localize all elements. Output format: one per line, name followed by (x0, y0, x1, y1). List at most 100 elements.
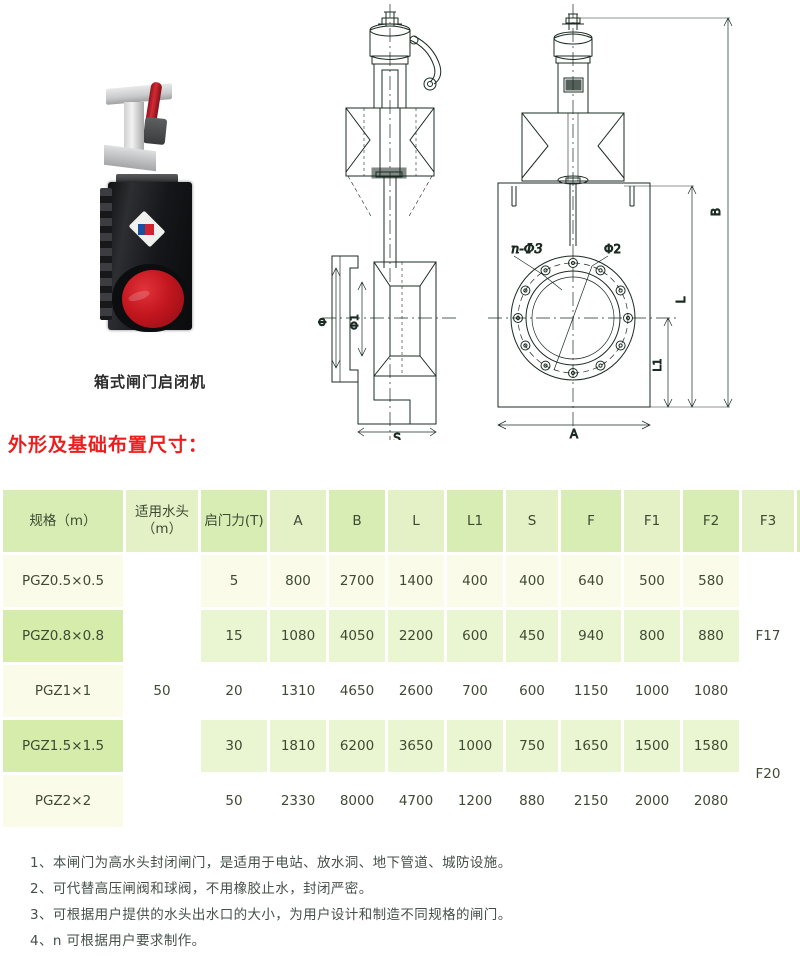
photo-caption: 箱式闸门启闭机 (93, 373, 206, 391)
cell-b: 6200 (329, 720, 385, 772)
valve-disc (122, 270, 184, 328)
cell-a: 2330 (280, 793, 316, 809)
cell-f1: 1500 (624, 720, 680, 772)
note-item-4: 4、n 可根据用户要求制作。 (30, 933, 206, 949)
label-phi: Φ (318, 317, 329, 326)
table-body: PGZ0.5×0.5 50 5 800 2700 1400 400 400 64… (3, 555, 800, 827)
col-header-f: F (561, 490, 621, 552)
label-a: A (570, 427, 579, 440)
label-l: L (674, 296, 688, 303)
cell-l: 4700 (398, 793, 434, 809)
cell-l1: 600 (447, 610, 503, 662)
cell-f2: 2080 (693, 793, 729, 809)
illustration-band: 箱式闸门启闭机 (0, 0, 800, 440)
cell-b: 8000 (339, 793, 375, 809)
col-header-head-line2: （m） (141, 521, 183, 537)
cell-a: 1080 (270, 610, 326, 662)
note-item-3: 3、可根据用户提供的水头出水口的大小，为用户设计和制造不同规格的闸门。 (30, 907, 512, 923)
cell-spec: PGZ1×1 (3, 665, 123, 717)
cell-l: 2200 (388, 610, 444, 662)
note-item-2: 2、可代替高压闸阀和球阀，不用橡胶止水，封闭严密。 (30, 881, 373, 897)
cell-l1: 1200 (457, 793, 493, 809)
cell-f3-group2: F20 (755, 765, 781, 782)
cell-f: 1150 (573, 683, 609, 699)
label-phi1: Φ1 (348, 314, 361, 330)
col-header-l: L (388, 490, 444, 552)
note-item-1: 1、本闸门为高水头封闭闸门，是适用于电站、放水洞、地下管道、城防设施。 (30, 855, 512, 871)
label-b: B (709, 208, 723, 216)
col-header-head-line1: 适用水头 (135, 504, 189, 521)
col-header-n: n (797, 490, 800, 552)
col-header-force: 启门力(T) (201, 490, 267, 552)
cell-force: 20 (225, 683, 243, 699)
cell-s: 600 (519, 683, 545, 699)
cell-spec: PGZ2×2 (3, 775, 123, 827)
col-header-b: B (329, 490, 385, 552)
side-view-drawing: Φ Φ1 S (318, 4, 458, 440)
cell-f2: 580 (683, 555, 739, 607)
cell-f1: 2000 (634, 793, 670, 809)
col-header-s: S (506, 490, 558, 552)
cell-s: 750 (506, 720, 558, 772)
col-header-f1: F1 (624, 490, 680, 552)
mounting-bracket (104, 144, 156, 172)
cell-force: 15 (201, 610, 267, 662)
cell-l1: 1000 (447, 720, 503, 772)
cell-spec: PGZ0.5×0.5 (3, 555, 123, 607)
table-header: 规格（m） 适用水头 （m） 启门力(T) A B L L1 S F F1 F2… (3, 490, 800, 552)
cell-f: 640 (561, 555, 621, 607)
cell-f1: 500 (624, 555, 680, 607)
handle-joint (142, 116, 168, 146)
brand-logo-mark-icon (138, 224, 154, 235)
cell-force: 5 (201, 555, 267, 607)
cell-force: 50 (225, 793, 243, 809)
notes-list: 1、本闸门为高水头封闭闸门，是适用于电站、放水洞、地下管道、城防设施。 2、可代… (30, 850, 770, 954)
cell-spec: PGZ0.8×0.8 (3, 610, 123, 662)
cell-f: 1650 (561, 720, 621, 772)
cell-s: 450 (506, 610, 558, 662)
col-header-f3: F3 (742, 490, 794, 552)
cell-f2: 1580 (683, 720, 739, 772)
cell-f2: 1080 (693, 683, 729, 699)
col-header-f2: F2 (683, 490, 739, 552)
cell-force: 30 (201, 720, 267, 772)
table-row: PGZ0.8×0.8 15 1080 4050 2200 600 450 940… (3, 610, 800, 662)
cell-f1: 800 (624, 610, 680, 662)
cell-f2: 880 (683, 610, 739, 662)
cell-s: 880 (519, 793, 545, 809)
cell-l: 1400 (388, 555, 444, 607)
cell-a: 1810 (270, 720, 326, 772)
cell-f: 940 (561, 610, 621, 662)
cell-spec: PGZ1.5×1.5 (3, 720, 123, 772)
cell-b: 2700 (329, 555, 385, 607)
cell-l1: 700 (462, 683, 488, 699)
cell-b: 4050 (329, 610, 385, 662)
col-header-l1: L1 (447, 490, 503, 552)
label-phi2: Φ2 (604, 242, 621, 256)
col-header-a: A (270, 490, 326, 552)
label-l1: L1 (651, 358, 664, 371)
front-view-drawing: n-Φ3 Φ2 B L L1 A (488, 4, 733, 440)
spec-table: 规格（m） 适用水头 （m） 启门力(T) A B L L1 S F F1 F2… (0, 487, 800, 830)
bolt-strip (100, 188, 112, 320)
cell-s: 400 (506, 555, 558, 607)
table-row: PGZ1.5×1.5 30 1810 6200 3650 1000 750 16… (3, 720, 800, 782)
cell-applicable-head: 50 (153, 683, 171, 699)
col-header-spec: 规格（m） (3, 490, 123, 552)
table-row: PGZ2×2 50 2330 8000 4700 1200 880 2150 2… (3, 775, 800, 827)
cell-a: 1310 (280, 683, 316, 699)
cell-f3-group1: F17 (755, 628, 781, 644)
cell-l: 2600 (398, 683, 434, 699)
table-row: PGZ1×1 20 1310 4650 2600 700 600 1150 10… (3, 665, 800, 717)
cell-f: 2150 (573, 793, 609, 809)
cell-l: 3650 (388, 720, 444, 772)
header-row: 规格（m） 适用水头 （m） 启门力(T) A B L L1 S F F1 F2… (3, 490, 800, 552)
table-row: PGZ0.5×0.5 50 5 800 2700 1400 400 400 64… (3, 555, 800, 699)
cell-l1: 400 (447, 555, 503, 607)
col-header-head: 适用水头 （m） (126, 490, 198, 552)
product-photo (88, 78, 208, 368)
label-s: S (393, 431, 401, 440)
cell-b: 4650 (339, 683, 375, 699)
cell-f1: 1000 (634, 683, 670, 699)
cell-a: 800 (270, 555, 326, 607)
